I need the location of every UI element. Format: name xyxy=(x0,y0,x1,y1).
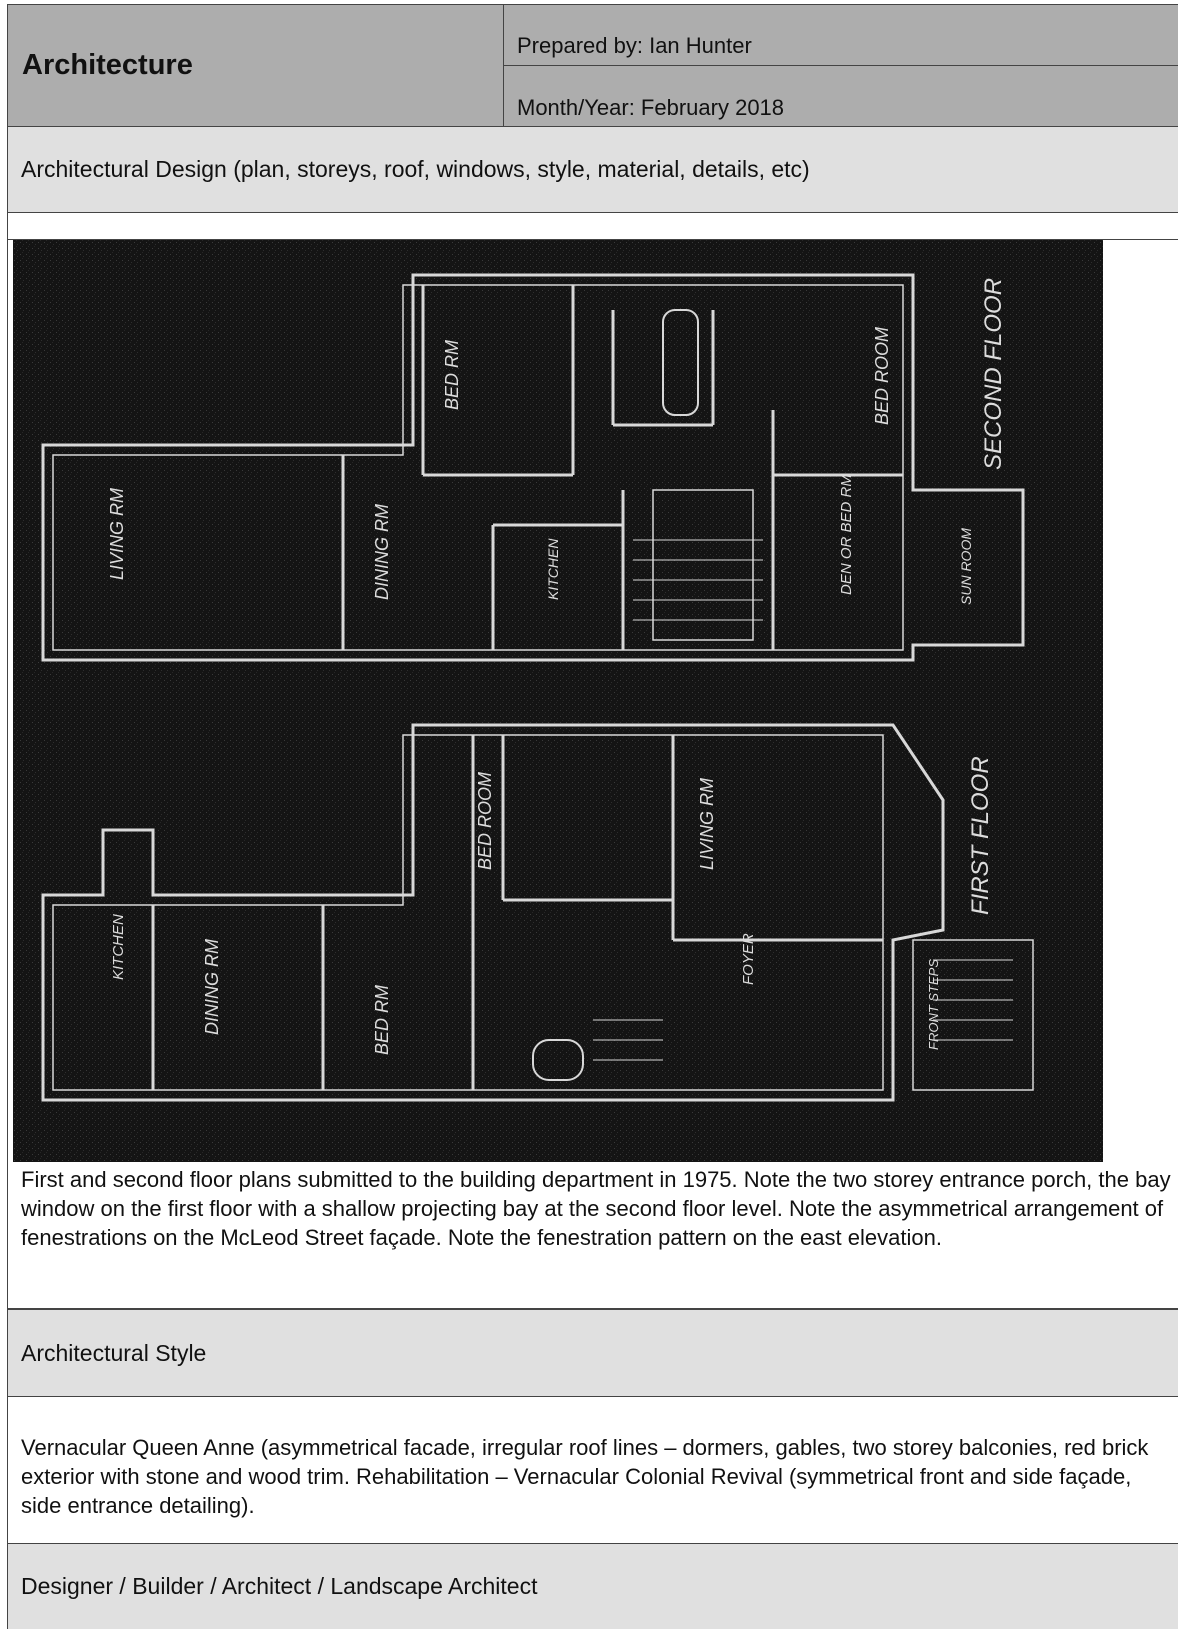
style-label: Architectural Style xyxy=(7,1309,1178,1397)
plan-label-living-rm-bottom: LIVING RM xyxy=(697,778,717,870)
plan-label-dining-rm-bottom: DINING RM xyxy=(202,939,222,1035)
header-meta: Prepared by: Ian Hunter Month/Year: Febr… xyxy=(504,4,1178,127)
section-title: Architecture xyxy=(7,4,504,127)
month-year: Month/Year: February 2018 xyxy=(517,95,785,120)
plan-label-first-floor: FIRST FLOOR xyxy=(967,756,994,915)
plan-label-bed-rm-top: BED RM xyxy=(442,340,462,410)
plan-label-den: DEN OR BED RM xyxy=(838,474,855,595)
plan-caption: First and second floor plans submitted t… xyxy=(21,1167,1171,1250)
plan-label-bed-room-bottom: BED ROOM xyxy=(475,772,495,870)
plan-cell: First and second floor plans submitted t… xyxy=(7,239,1178,1309)
plan-label-bed-room-top: BED ROOM xyxy=(872,327,892,425)
plan-label-kitchen-top: KITCHEN xyxy=(545,538,561,600)
plan-label-kitchen-bottom: KITCHEN xyxy=(110,914,127,980)
plan-label-front-steps: FRONT STEPS xyxy=(926,959,941,1050)
plan-label-second-floor: SECOND FLOOR xyxy=(980,278,1007,470)
style-text: Vernacular Queen Anne (asymmetrical faca… xyxy=(21,1435,1149,1518)
design-label: Architectural Design (plan, storeys, roo… xyxy=(7,126,1178,213)
prepared-by: Prepared by: Ian Hunter xyxy=(504,5,1178,66)
style-cell: Vernacular Queen Anne (asymmetrical faca… xyxy=(7,1396,1178,1544)
plan-label-foyer: FOYER xyxy=(740,933,757,985)
spacer-row xyxy=(7,212,1178,240)
floor-plan-image: SECOND FLOOR FIRST FLOOR BED RM BED ROOM… xyxy=(13,240,1103,1162)
plan-label-living-rm-top: LIVING RM xyxy=(107,488,127,580)
plan-label-bed-rm-bottom: BED RM xyxy=(372,985,392,1055)
plan-label-sun-room: SUN ROOM xyxy=(958,528,974,605)
plan-label-dining-rm-top: DINING RM xyxy=(372,504,392,600)
designer-label: Designer / Builder / Architect / Landsca… xyxy=(7,1543,1178,1629)
